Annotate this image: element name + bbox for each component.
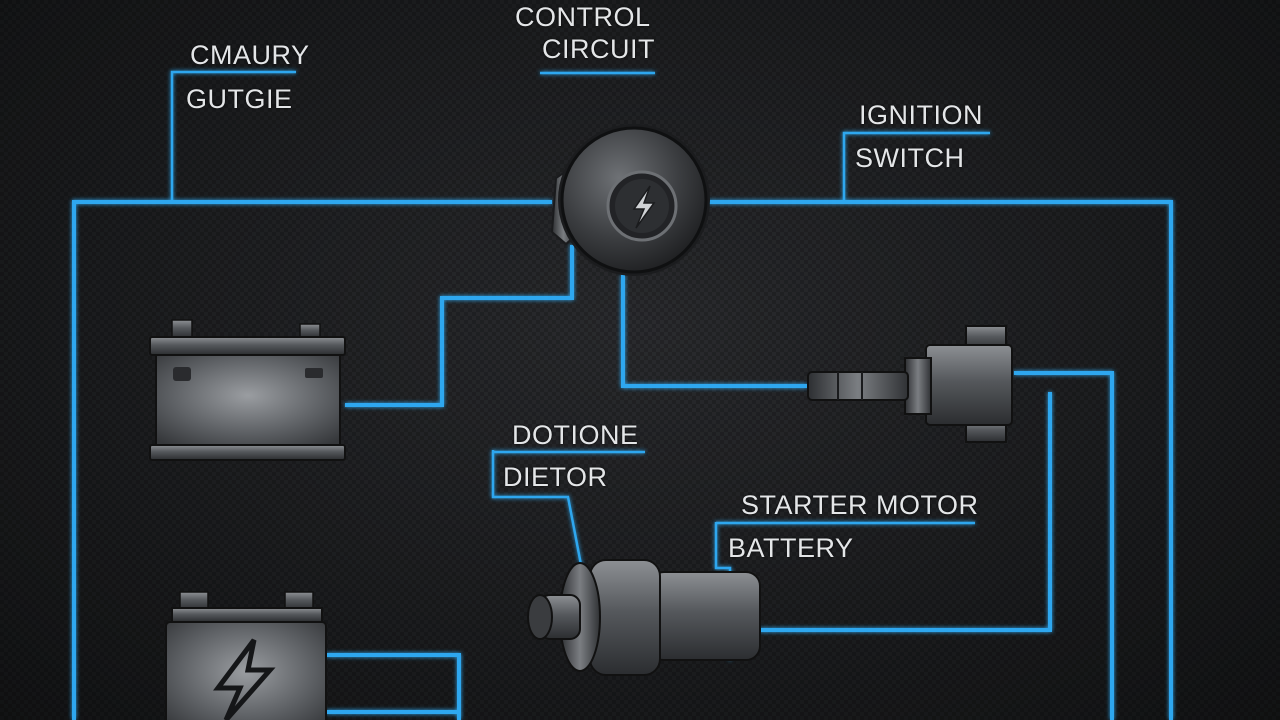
lightning-bolt-icon xyxy=(632,185,656,229)
wire-left-main xyxy=(72,200,552,720)
label-top-left-line1: CMAURY xyxy=(190,40,310,70)
leader-middle xyxy=(491,450,584,571)
wire-switch-to-battery xyxy=(345,245,574,407)
label-ignition-line2: SWITCH xyxy=(855,143,965,173)
wire-relay-right xyxy=(1014,371,1114,720)
label-ignition-line1: IGNITION xyxy=(859,100,983,130)
wires xyxy=(72,70,1173,720)
label-middle-line1: DOTIONE xyxy=(512,420,639,450)
label-starter-line2: BATTERY xyxy=(728,533,854,563)
ignition-switch-component xyxy=(550,124,710,276)
lightning-bolt-icon xyxy=(213,638,276,720)
wire-lower-battery-1 xyxy=(326,653,461,720)
label-control-line2: CIRCUIT xyxy=(542,34,655,64)
label-starter-line1: STARTER MOTOR xyxy=(741,490,979,520)
leader-top-left xyxy=(170,70,296,202)
label-middle-line2: DIETOR xyxy=(503,462,608,492)
solenoid-relay-component xyxy=(807,325,1013,443)
battery-upper-component xyxy=(149,319,346,461)
battery-lower-component xyxy=(165,591,327,720)
label-control-line1: CONTROL xyxy=(515,2,651,32)
wire-top-right xyxy=(706,200,1173,720)
leader-ignition xyxy=(842,131,990,202)
label-top-left-line2: GUTGIE xyxy=(186,84,293,114)
wire-starter-loop xyxy=(758,392,1052,632)
starter-motor-component xyxy=(527,559,761,676)
wire-switch-to-relay xyxy=(621,275,808,388)
